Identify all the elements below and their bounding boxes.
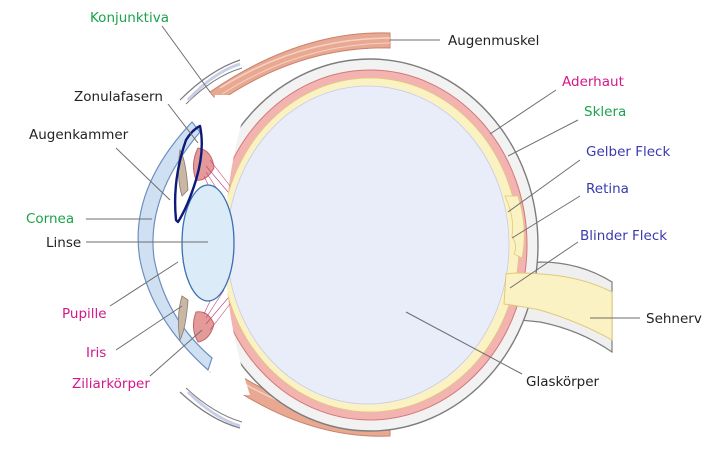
- label-sklera: Sklera: [584, 104, 626, 120]
- ciliary-body-lower: [192, 311, 215, 343]
- leader-lines: [86, 25, 640, 377]
- label-aderhaut: Aderhaut: [562, 74, 624, 90]
- label-pupille: Pupille: [62, 306, 107, 322]
- label-gelber-fleck: Gelber Fleck: [586, 144, 670, 160]
- label-augenkammer: Augenkammer: [29, 127, 129, 143]
- label-linse: Linse: [46, 235, 81, 251]
- label-konjunktiva: Konjunktiva: [90, 10, 169, 26]
- label-glaskoerper: Glaskörper: [526, 374, 600, 390]
- macula: [504, 195, 525, 259]
- label-sehnerv: Sehnerv: [646, 311, 702, 327]
- label-blinder-fleck: Blinder Fleck: [580, 228, 667, 244]
- cornea: [137, 121, 213, 372]
- label-iris: Iris: [86, 345, 106, 361]
- label-ziliarkoerper: Ziliarkörper: [72, 376, 150, 392]
- label-cornea: Cornea: [26, 211, 74, 227]
- label-augenmuskel: Augenmuskel: [448, 33, 539, 49]
- label-zonulafasern: Zonulafasern: [74, 89, 163, 105]
- lens: [181, 184, 235, 302]
- label-retina: Retina: [586, 181, 629, 197]
- vitreous-body: [226, 85, 510, 405]
- conjunctiva-outline: [173, 124, 203, 224]
